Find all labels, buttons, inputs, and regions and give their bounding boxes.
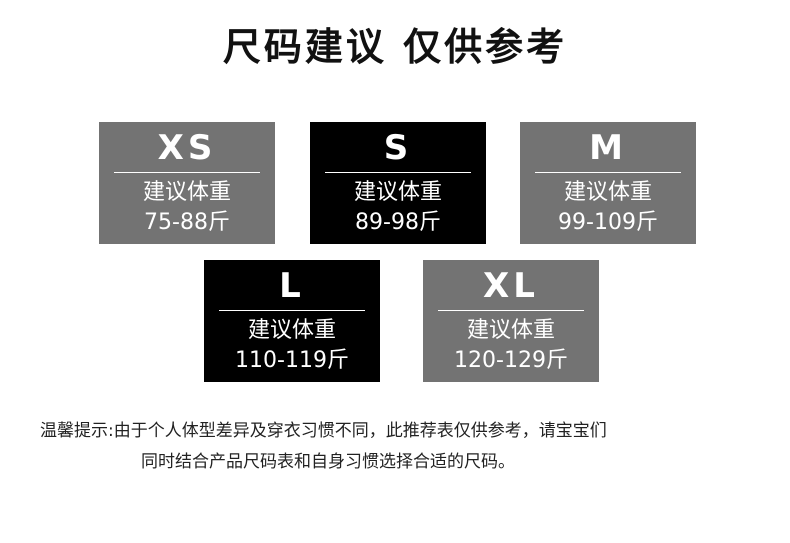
size-label: M xyxy=(589,128,627,168)
page-title: 尺码建议 仅供参考 xyxy=(222,25,568,69)
divider xyxy=(325,172,471,173)
weight-label: 建议体重 xyxy=(142,180,231,205)
size-card-l: L 建议体重 110-119斤 xyxy=(204,260,380,382)
weight-label: 建议体重 xyxy=(563,180,652,205)
size-label: XS xyxy=(157,128,217,168)
tip-text-line-1: 温馨提示:由于个人体型差异及穿衣习惯不同，此推荐表仅供参考，请宝宝们 xyxy=(40,421,607,441)
size-card-xs: XS 建议体重 75-88斤 xyxy=(99,122,275,244)
weight-label: 建议体重 xyxy=(353,180,442,205)
size-label: XL xyxy=(483,266,539,306)
size-label: S xyxy=(383,128,413,168)
weight-range: 75-88斤 xyxy=(144,210,230,235)
divider xyxy=(535,172,681,173)
tip-text-line-2: 同时结合产品尺码表和自身习惯选择合适的尺码。 xyxy=(141,452,515,472)
size-label: L xyxy=(279,266,305,306)
weight-range: 89-98斤 xyxy=(355,210,441,235)
divider xyxy=(114,172,260,173)
size-card-m: M 建议体重 99-109斤 xyxy=(520,122,696,244)
weight-range: 99-109斤 xyxy=(558,210,658,235)
size-card-xl: XL 建议体重 120-129斤 xyxy=(423,260,599,382)
size-card-s: S 建议体重 89-98斤 xyxy=(310,122,486,244)
divider xyxy=(219,310,365,311)
divider xyxy=(438,310,584,311)
weight-label: 建议体重 xyxy=(466,318,555,343)
weight-label: 建议体重 xyxy=(247,318,336,343)
weight-range: 120-129斤 xyxy=(454,348,568,373)
weight-range: 110-119斤 xyxy=(235,348,349,373)
